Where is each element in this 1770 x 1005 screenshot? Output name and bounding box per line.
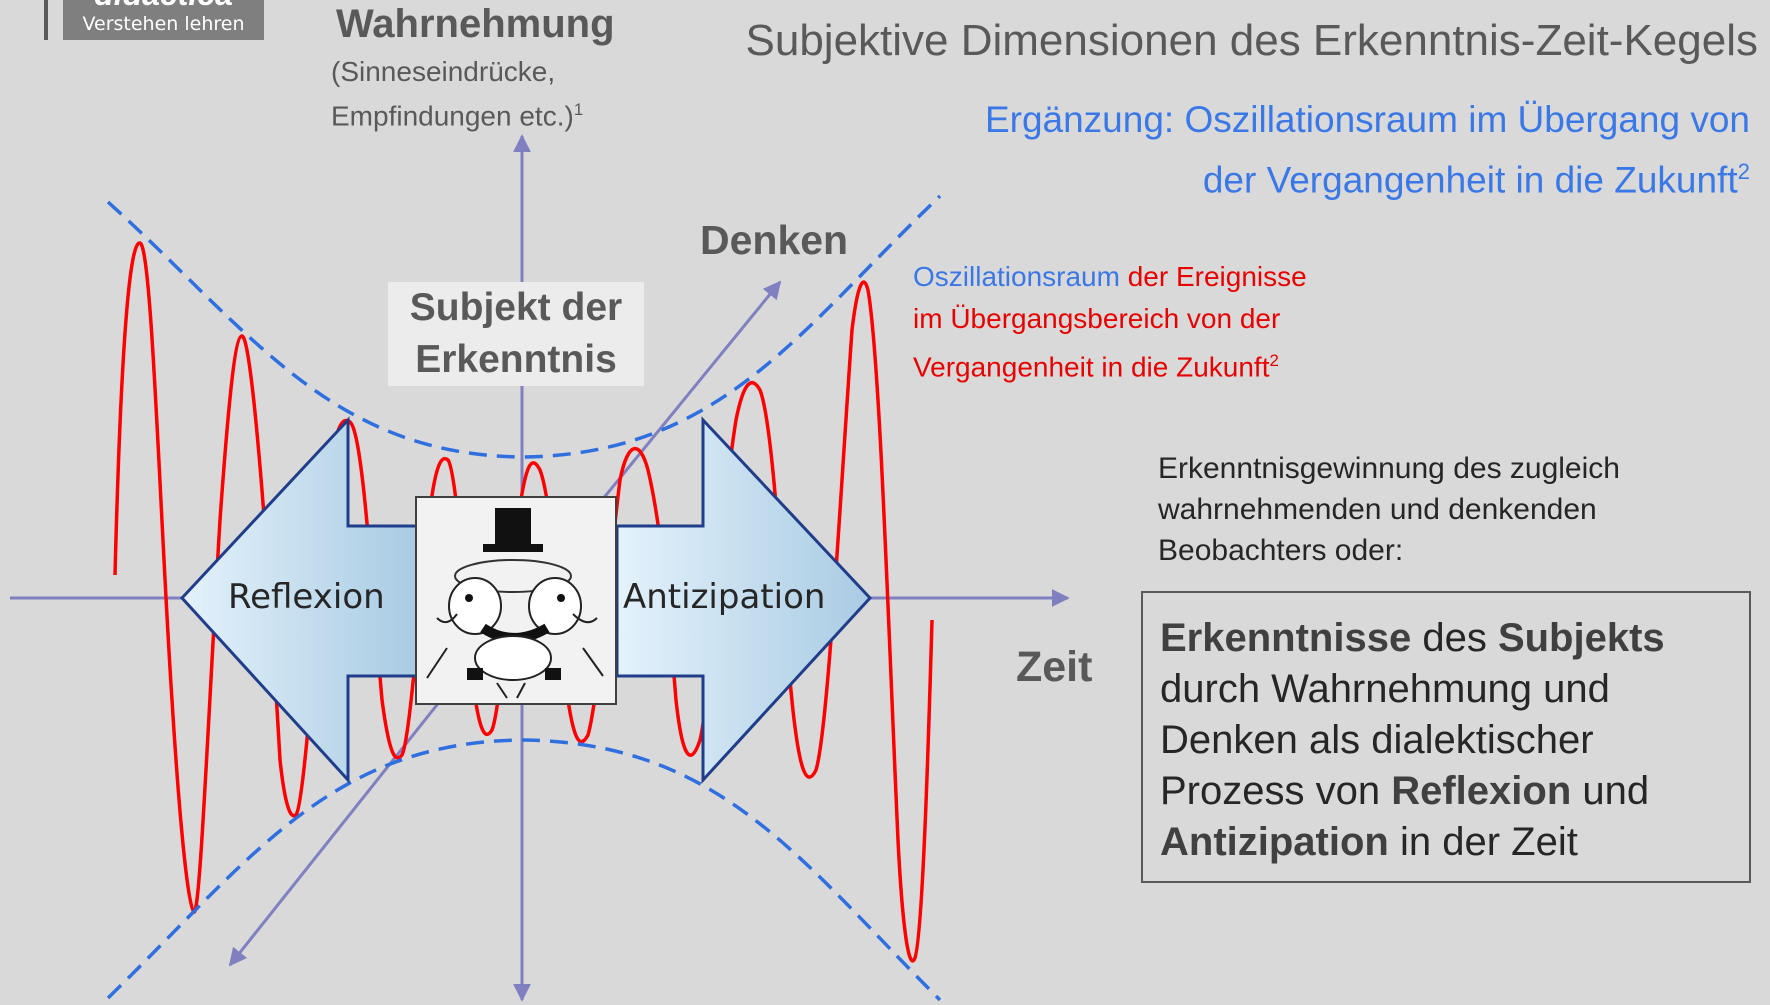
logo-bar <box>44 0 48 40</box>
antizipation-label: Antizipation <box>623 577 826 617</box>
antizipation-arrow <box>615 416 873 784</box>
subtitle: Ergänzung: Oszillationsraum im Übergang … <box>984 99 1750 201</box>
cone-lower-curve <box>106 738 942 1002</box>
description: Erkenntnisgewinnung des zugleich wahrneh… <box>1158 452 1620 567</box>
logo-subtitle: Verstehen lehren <box>82 13 245 35</box>
oscillation-label: Oszillationsraum der Ereignisse im Überg… <box>913 261 1307 383</box>
time-axis-label: Zeit <box>1016 643 1093 691</box>
thinking-axis-label: Denken <box>700 217 849 263</box>
reflexion-label: Reflexion <box>228 577 385 617</box>
cartoon-ducks-icon <box>426 508 604 699</box>
logo-title: didactica <box>63 0 264 13</box>
y-axis-title: Wahrnehmung <box>336 2 615 46</box>
logo: didactica Verstehen lehren <box>63 0 264 40</box>
y-axis-subtitle: (Sinneseindrücke, Empfindungen etc.)1 <box>331 56 584 132</box>
center-image <box>415 496 617 705</box>
cone-upper-curve <box>106 194 942 459</box>
page-title: Subjektive Dimensionen des Erkenntnis-Ze… <box>745 16 1759 65</box>
summary-box: Erkenntnisse des Subjekts durch Wahrnehm… <box>1141 591 1751 883</box>
subject-label: Subjekt der Erkenntnis <box>388 282 644 386</box>
